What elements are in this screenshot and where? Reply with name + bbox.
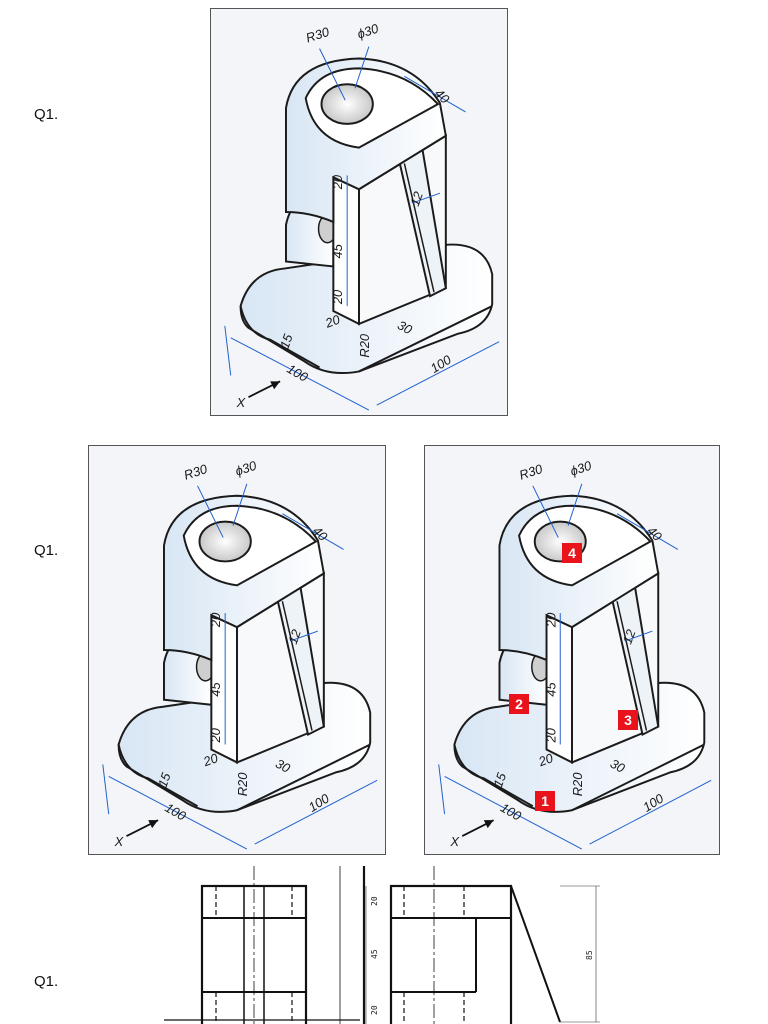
dim-line-12 (290, 630, 319, 642)
dim-r20: R20 (357, 333, 372, 357)
base-edge (117, 744, 199, 808)
dim-line-r30 (319, 48, 346, 101)
dim-100-left: 100 (498, 800, 525, 824)
dim-r20: R20 (235, 772, 250, 797)
dim-line-12 (624, 630, 653, 642)
dim-line-40 (282, 513, 344, 550)
question-label-1: Q1. (34, 106, 59, 123)
dim-r30: R30 (304, 24, 332, 46)
dim-line-r30 (532, 485, 559, 538)
dim-15: 15 (490, 770, 509, 789)
dim-dia30: ϕ30 (568, 457, 594, 478)
dim-line-100a (108, 775, 248, 850)
dim-line-dia (354, 46, 370, 89)
view-label-x: X (114, 834, 124, 849)
dim-12: 12 (620, 627, 639, 646)
view-arrowhead (148, 820, 159, 829)
upper-hole (198, 520, 252, 563)
dim-line-15 (102, 764, 110, 815)
rib-edge (281, 601, 313, 731)
dim-line-15 (224, 325, 232, 376)
dim-line-100a (230, 337, 370, 411)
dim-dia30: ϕ30 (355, 20, 381, 41)
dim-12: 12 (407, 189, 426, 208)
ortho-dimensions (365, 885, 600, 1024)
base-edge (358, 305, 493, 373)
dim-100-right: 100 (306, 790, 333, 815)
dim-line-40 (616, 513, 679, 550)
dim-45: 45 (330, 243, 345, 258)
marker-4: 4 (562, 543, 582, 563)
rib-edge (616, 601, 648, 731)
dim-20-upper: 20 (330, 174, 345, 190)
dim-line-100a (444, 775, 583, 850)
dim-line-dia (232, 483, 248, 526)
rib-edge (403, 163, 435, 293)
dim-line-100b (589, 779, 712, 845)
dim-line-12 (412, 192, 441, 204)
upper-hole (320, 83, 374, 125)
marker-3: 3 (618, 710, 638, 730)
dim-20-lower: 20 (543, 727, 558, 743)
dim-45: 45 (543, 682, 558, 697)
dim-20-width: 20 (536, 750, 556, 770)
dim-100-right: 100 (640, 790, 667, 815)
dim-r20: R20 (570, 772, 585, 797)
ortho-dim-45: 45 (370, 949, 379, 959)
dim-45: 45 (208, 682, 223, 697)
dim-line-dia (567, 483, 583, 526)
dim-line-100b (376, 341, 500, 406)
dim-r30: R30 (517, 461, 545, 483)
base-edge (453, 744, 534, 808)
dim-line-15 (438, 764, 446, 815)
dim-20-width: 20 (322, 311, 342, 331)
view-label-x: X (236, 395, 246, 410)
orthographic-views: 20 45 20 85 (164, 866, 600, 1024)
dim-line-100b (254, 779, 378, 845)
dim-r30: R30 (182, 461, 210, 483)
question-label-2: Q1. (34, 542, 59, 559)
base-edge (239, 305, 321, 369)
base-edge (236, 743, 371, 812)
dim-12: 12 (285, 627, 304, 646)
ortho-dim-20-top: 20 (370, 896, 379, 906)
view-label-x: X (449, 834, 459, 849)
dim-15: 15 (155, 770, 174, 789)
dim-15: 15 (277, 331, 296, 350)
dim-dia30: ϕ30 (233, 457, 259, 478)
dim-100-left: 100 (284, 361, 311, 385)
ortho-dim-20-bottom: 20 (370, 1005, 379, 1015)
dim-20-upper: 20 (543, 612, 558, 628)
dim-100-left: 100 (162, 800, 189, 824)
dim-20-upper: 20 (208, 612, 223, 628)
view-arrowhead (483, 820, 494, 829)
marker-1: 1 (535, 791, 555, 811)
view-arrowhead (270, 381, 281, 390)
dim-100-right: 100 (428, 351, 455, 376)
dim-line-r30 (197, 485, 224, 538)
marker-2: 2 (509, 694, 529, 714)
question-label-3: Q1. (34, 973, 59, 990)
front-view (164, 866, 360, 1024)
ortho-dim-85: 85 (585, 950, 594, 960)
side-view (389, 866, 561, 1024)
dim-line-40 (404, 75, 466, 113)
base-edge (571, 743, 705, 812)
dim-20-width: 20 (200, 750, 220, 770)
dim-20-lower: 20 (330, 289, 345, 305)
dim-20-lower: 20 (208, 727, 223, 743)
